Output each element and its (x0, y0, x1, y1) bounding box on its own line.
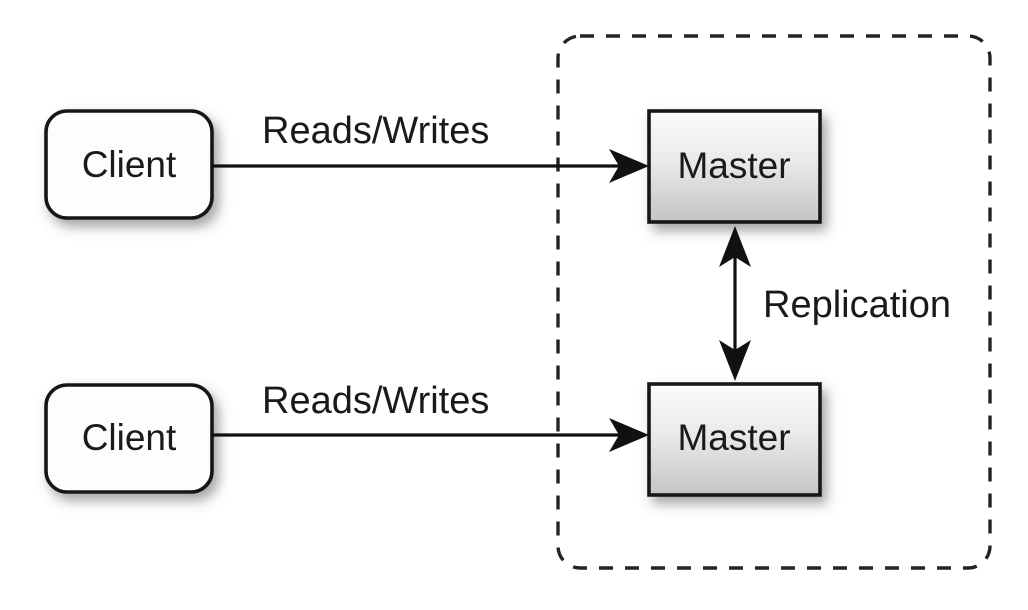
master-bottom-label: Master (677, 417, 790, 458)
node-client-top[interactable]: Client (44, 109, 214, 220)
edge-replication-label: Replication (763, 284, 951, 326)
client-bottom-label: Client (82, 417, 177, 458)
edge-replication-arrowhead-up-icon (719, 226, 751, 267)
client-top-label: Client (82, 144, 177, 185)
master-bottom-shape (647, 382, 822, 497)
edge-bottom-label: Reads/Writes (262, 380, 489, 422)
master-top-label: Master (677, 145, 790, 186)
edge-replication-arrowhead-down-icon (719, 340, 751, 381)
edge-bottom-arrowhead-icon (609, 418, 649, 452)
edge-client-bottom-to-master-bottom (212, 418, 649, 452)
edge-client-top-to-master-top (212, 149, 649, 183)
master-top-shape (647, 109, 822, 224)
client-bottom-shape (44, 383, 214, 494)
node-client-bottom[interactable]: Client (44, 383, 214, 494)
edge-replication (719, 226, 751, 381)
node-master-top[interactable]: Master (647, 109, 822, 224)
replication-cluster-boundary (556, 34, 992, 570)
edge-top-label: Reads/Writes (262, 110, 489, 152)
node-master-bottom[interactable]: Master (647, 382, 822, 497)
edge-top-arrowhead-icon (609, 149, 649, 183)
